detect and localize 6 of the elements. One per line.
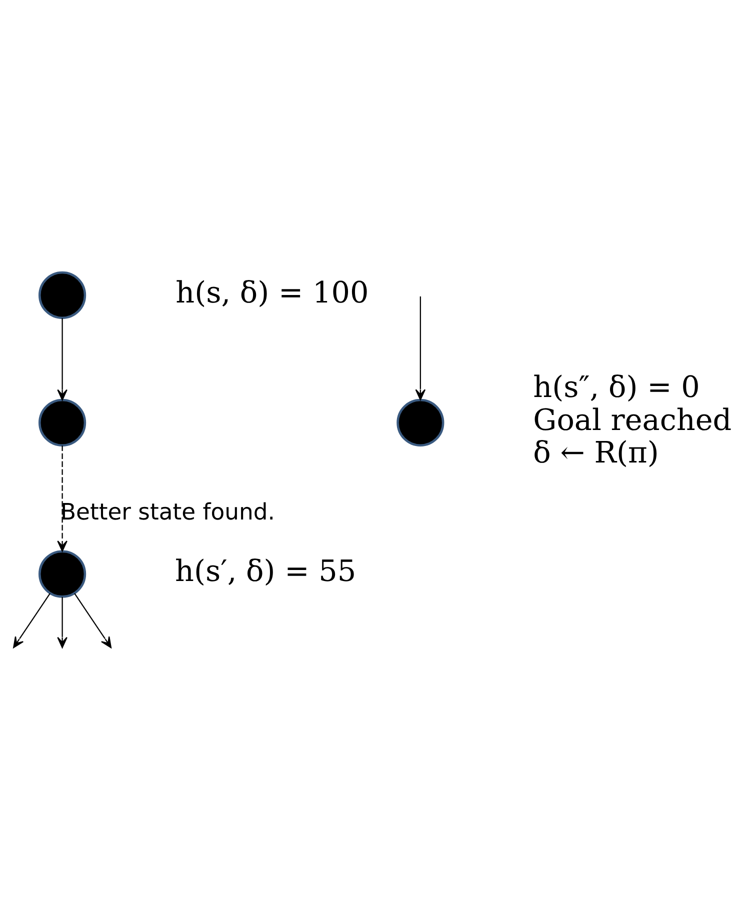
node-label: h(s′, δ) = 55	[175, 554, 356, 588]
edge-label: Better state found.	[60, 500, 275, 526]
node-label: Goal reached	[533, 402, 732, 437]
node-label: h(s, δ) = 100	[176, 275, 369, 310]
node-label: h(s″, δ) = 0	[533, 370, 700, 404]
node-label: δ ← R(π)	[533, 436, 659, 470]
